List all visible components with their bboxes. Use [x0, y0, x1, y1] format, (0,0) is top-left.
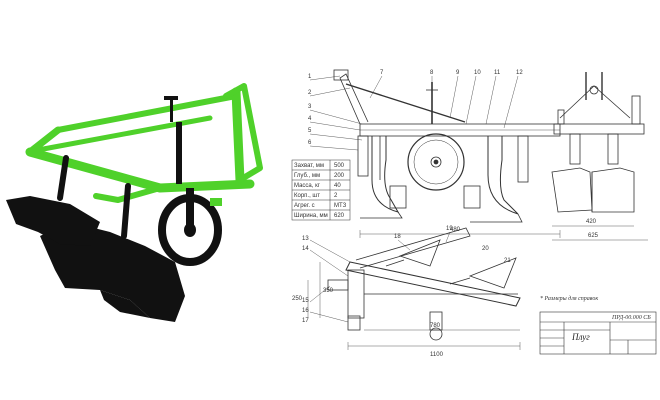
callout-label: 2: [308, 90, 312, 96]
plough-blades: [6, 196, 185, 322]
hitch-triangle: [223, 83, 263, 183]
callout-label: 3: [308, 104, 312, 110]
dimension-label: 420: [586, 219, 597, 225]
spec-name: Захват, мм: [294, 163, 324, 169]
callout-label: 15: [302, 298, 309, 304]
drawing-note: * Размеры для справок: [540, 295, 598, 302]
technical-drawing: 1 2 3 4 5 6 7 8 9 10 11 12 13 14 15 16 1…: [291, 69, 657, 358]
drawing-code: ПРД-00.000 СБ: [611, 315, 651, 321]
side-top-link: [345, 83, 466, 123]
side-depth-wheel: [407, 133, 465, 191]
callout-label: 13: [302, 236, 309, 242]
spec-name: Ширина, мм: [294, 213, 328, 219]
callout-label: 19: [446, 226, 453, 232]
side-plough-body-2: [487, 136, 519, 215]
callout-label: 17: [302, 318, 309, 324]
title-block: [539, 311, 657, 355]
dimension-label: 480: [450, 227, 461, 233]
side-hitch: [339, 73, 369, 125]
side-plough-body-1: [371, 136, 400, 213]
callout-label: 7: [380, 70, 384, 76]
front-plough-blade: [6, 196, 100, 246]
depth-screw: [164, 96, 182, 184]
side-bar: [93, 185, 163, 203]
dimension-label: 250: [292, 296, 303, 302]
side-view: [309, 69, 561, 238]
plough-photo: [6, 83, 263, 322]
callout-label: 21: [504, 258, 511, 264]
stand-right: [121, 183, 131, 239]
plan-view: [307, 227, 521, 350]
shin-piece: [100, 290, 150, 318]
dimension-label: 780: [430, 323, 441, 329]
callout-label: 4: [308, 116, 312, 122]
drawing-title: Плуг: [571, 332, 590, 342]
callout-label: 10: [474, 70, 481, 76]
spec-name: Корп., шт: [294, 193, 320, 199]
rear-view: [551, 72, 648, 241]
spec-name: Глуб., мм: [294, 173, 320, 179]
plan-share-1: [398, 239, 441, 267]
callout-label: 18: [394, 234, 401, 240]
rear-hitch-mast: [585, 72, 603, 100]
callout-label: 6: [308, 140, 312, 146]
callout-label: 12: [516, 70, 523, 76]
stand-left: [57, 155, 69, 201]
dimension-label: 350: [323, 288, 334, 294]
callout-label: 5: [308, 128, 312, 134]
spec-value: 620: [334, 213, 345, 219]
spec-value: МТЗ: [334, 203, 347, 209]
spec-value: 500: [334, 163, 345, 169]
callout-label: 9: [456, 70, 460, 76]
spec-value: 200: [334, 173, 345, 179]
rear-plough-blade: [40, 222, 185, 322]
spec-name: Масса, кг: [294, 183, 321, 189]
dimension-label: 625: [588, 233, 599, 239]
depth-wheel: [158, 188, 222, 266]
callout-label: 1: [308, 74, 312, 80]
spec-table: [291, 159, 351, 221]
cross-beam: [26, 126, 62, 156]
callout-label: 11: [494, 70, 501, 76]
callout-label: 8: [430, 70, 434, 76]
plan-main-beam: [345, 261, 521, 307]
lower-brace: [35, 115, 213, 153]
dimension-label: 1100: [430, 352, 444, 358]
rear-share-right: [591, 167, 635, 213]
spec-value: 40: [334, 183, 341, 189]
side-left-stand: [357, 135, 369, 177]
callout-label: 20: [482, 246, 489, 252]
callout-leaders: [309, 75, 519, 151]
rear-post: [231, 87, 245, 185]
plough-frame: [25, 83, 263, 239]
upper-brace: [55, 93, 239, 133]
rear-share-left: [551, 167, 593, 213]
spec-name: Агрег. с: [294, 203, 315, 209]
plan-share-2: [468, 257, 517, 289]
spec-value: 2: [334, 193, 338, 199]
callout-label: 16: [302, 308, 309, 314]
callout-label: 14: [302, 246, 309, 252]
